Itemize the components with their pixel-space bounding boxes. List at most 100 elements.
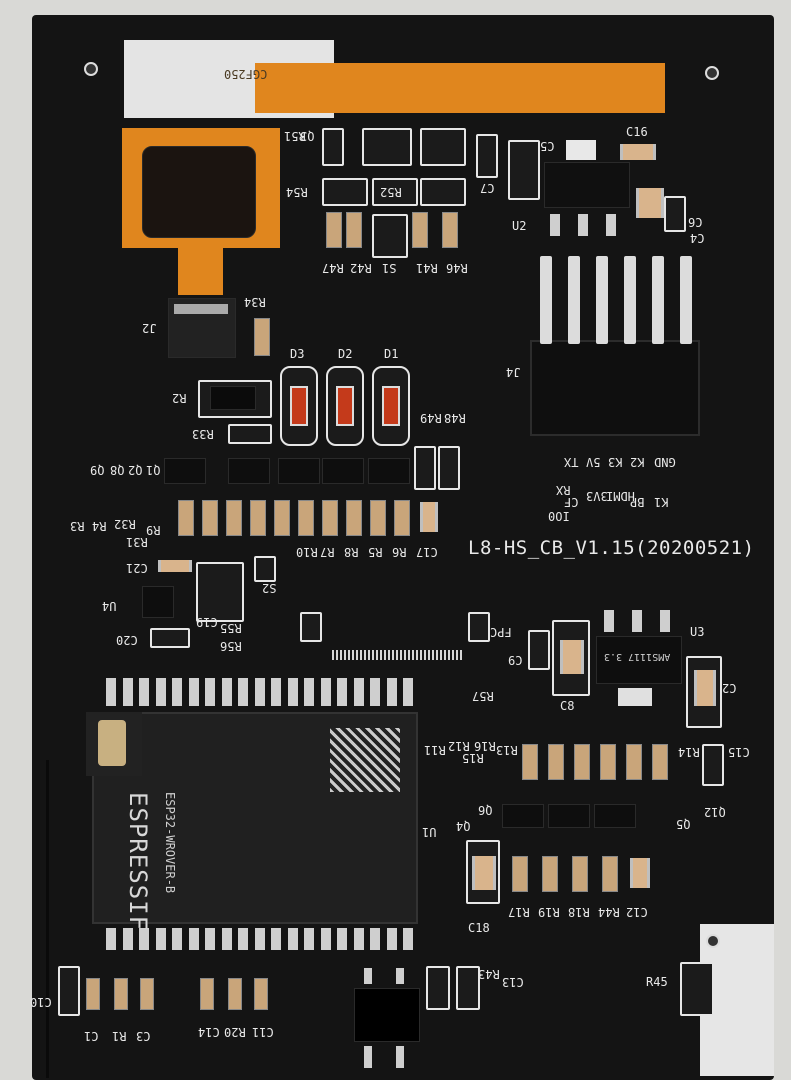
regulator-pin [606, 214, 616, 236]
cap-c11 [254, 978, 268, 1010]
resistor [412, 212, 428, 248]
resistor [298, 500, 314, 536]
module-pin [386, 928, 397, 950]
resistor [522, 744, 538, 780]
connector-contacts [174, 304, 228, 314]
silk-r56: R56 [220, 639, 242, 653]
resistor-r43 [426, 966, 450, 1010]
module-pin [271, 928, 281, 950]
regulator-pin [604, 610, 614, 632]
transistor [502, 804, 544, 828]
flex-cable-tail [178, 240, 223, 295]
mounting-hole [705, 66, 719, 80]
silk-r44: R44 [598, 905, 620, 919]
regulator-pin [632, 610, 642, 632]
silk-c21: C21 [126, 561, 148, 575]
silk-r34: R34 [244, 295, 266, 309]
resistor-r18 [572, 856, 588, 892]
silk-c14: C14 [198, 1025, 220, 1039]
pin-cf: CF [564, 495, 579, 509]
resistor [346, 212, 362, 248]
pin [396, 1046, 404, 1068]
silk-r9: R9 [146, 523, 161, 537]
fpc-anchor-right [468, 612, 490, 642]
module-pin [370, 928, 380, 950]
cap-c21 [158, 560, 192, 572]
regulator-u2 [544, 162, 630, 208]
transistor [278, 458, 320, 484]
silk-r19: R19 [538, 905, 560, 919]
silk-c15: C15 [728, 745, 750, 759]
qr-code [330, 728, 400, 792]
touch-controller-chip [142, 146, 256, 238]
module-pin [287, 678, 298, 706]
header-pin [568, 256, 580, 344]
switch-s2 [254, 556, 276, 582]
cap-c1 [86, 978, 100, 1010]
silk-r1: R1 [112, 1029, 127, 1043]
resistor-r2 [210, 386, 256, 410]
pad [420, 178, 466, 206]
resistor [250, 500, 266, 536]
silk-c10: C10 [30, 995, 52, 1009]
silk-u1: U1 [422, 825, 437, 839]
resistor [574, 744, 590, 780]
diode-d1 [382, 386, 400, 426]
resistor-r48 [438, 446, 460, 490]
pin [364, 968, 372, 984]
silk-c12: C12 [626, 905, 648, 919]
silk-d1: D1 [384, 347, 399, 361]
regulator-pin [550, 214, 560, 236]
fpc-contacts [332, 650, 464, 660]
silk-c18: C18 [468, 921, 490, 935]
silk-r8: R8 [344, 545, 359, 559]
mounting-hole [84, 62, 98, 76]
module-pin [287, 928, 298, 950]
resistor-r33 [228, 424, 272, 444]
board-name: L8-HS_CB_V1.15(20200521) [468, 537, 755, 559]
cap-c16 [620, 144, 656, 160]
transistor [594, 804, 636, 828]
resistor-r49 [414, 446, 436, 490]
cap-c20 [150, 628, 190, 648]
silk-s1: S1 [382, 261, 397, 275]
module-pin [320, 928, 331, 950]
silk-r6: R6 [392, 545, 407, 559]
resistor-r1 [114, 978, 128, 1010]
cap-c2-body [694, 670, 716, 706]
pin-k1: K1 [654, 495, 669, 509]
silk-u4: U4 [102, 599, 117, 613]
silk-r42: R42 [350, 261, 372, 275]
silk-r57: R57 [472, 689, 494, 703]
resistor-r34 [254, 318, 270, 356]
resistor [652, 744, 668, 780]
module-pin [155, 678, 166, 706]
cap-c8-body [560, 640, 584, 674]
module-pin [337, 928, 347, 950]
silk-c1: C1 [84, 1029, 99, 1043]
silk-fpc: FPC [490, 625, 512, 639]
header-pin [540, 256, 552, 344]
silk-c8: C8 [560, 699, 575, 713]
transistor [548, 804, 590, 828]
module-pin [188, 928, 199, 950]
resistor [346, 500, 362, 536]
module-pin [271, 678, 281, 706]
flex-marking: CGF250 [224, 67, 268, 81]
module-pin [106, 678, 116, 706]
resistor [226, 500, 242, 536]
resistor [442, 212, 458, 248]
pin [364, 1046, 372, 1068]
module-pin [205, 678, 215, 706]
regulator-tab [618, 688, 652, 706]
silk-q9: Q9 [90, 463, 105, 477]
silk-r18: R18 [568, 905, 590, 919]
transistor [164, 458, 206, 484]
header-pin [680, 256, 692, 344]
pad [322, 128, 344, 166]
cap-c5 [508, 140, 540, 200]
resistor-r45 [680, 962, 714, 1016]
module-pin [254, 928, 265, 950]
module-pin [386, 678, 397, 706]
pin-3v3: 3V3 [586, 489, 608, 503]
